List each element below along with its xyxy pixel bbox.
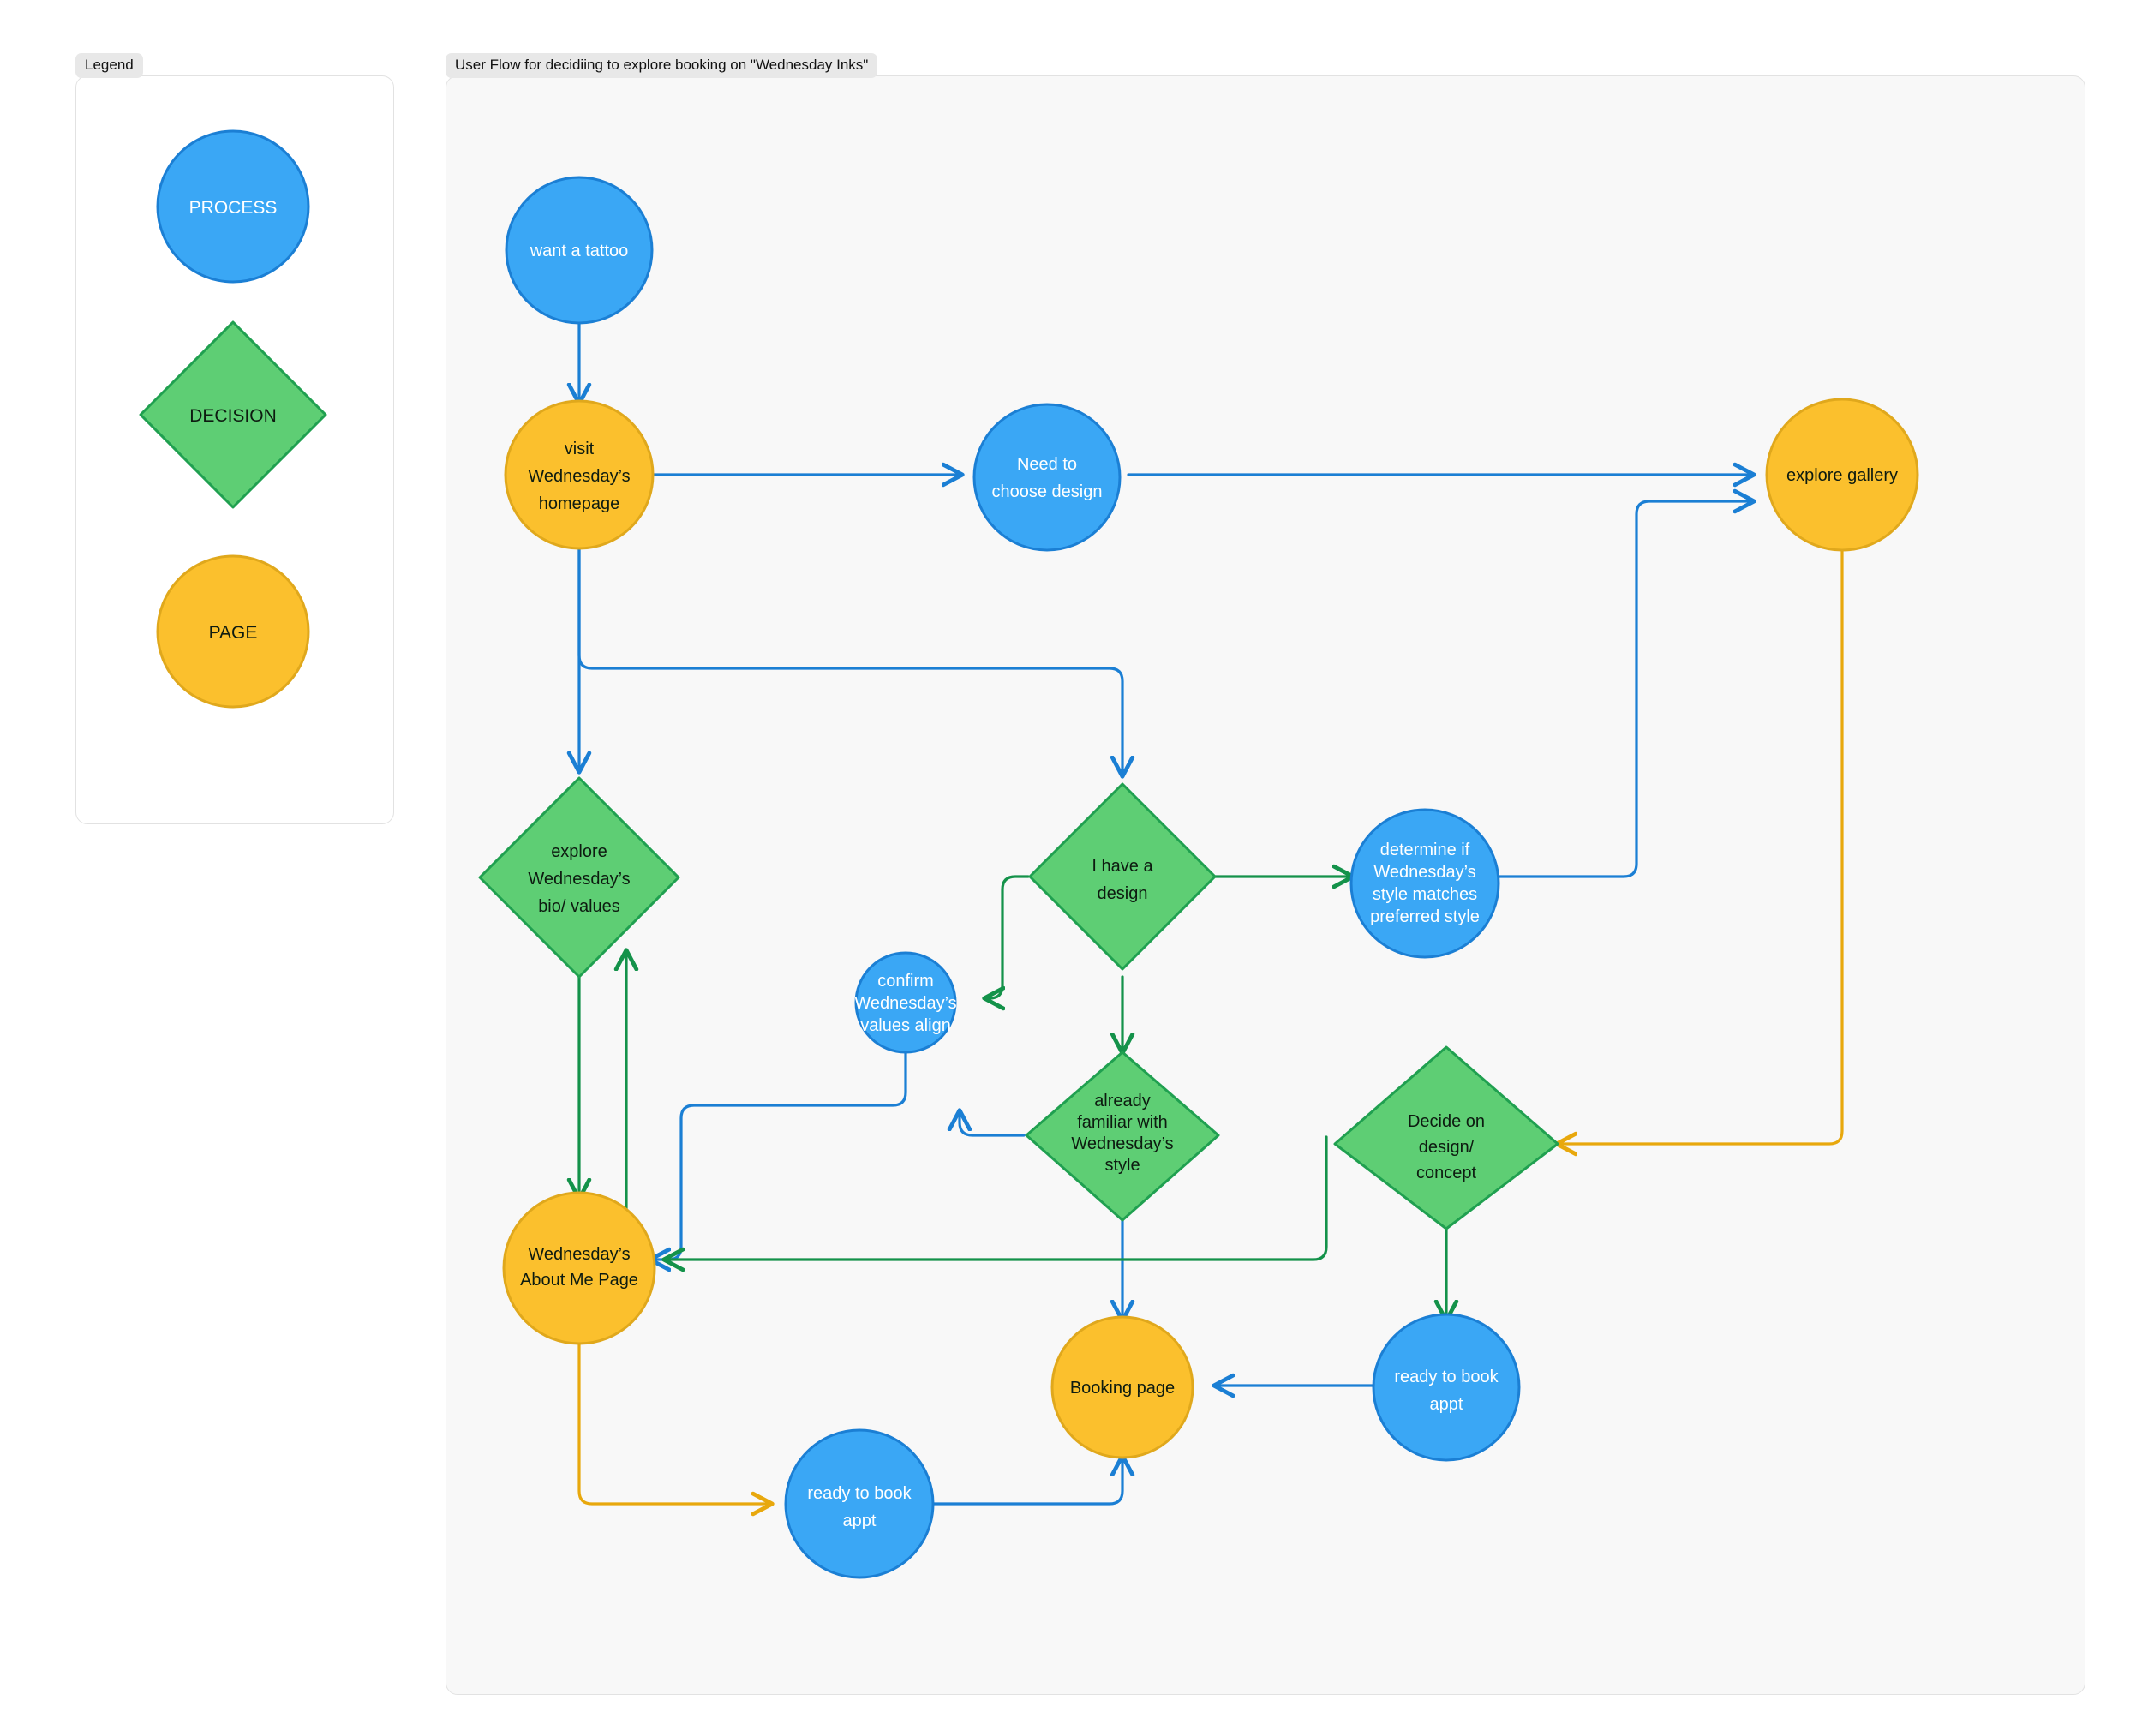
node-label-already-familiar-style-l2: familiar with — [1077, 1113, 1168, 1132]
legend-item-process: PROCESS — [156, 129, 310, 284]
node-label-decide-design-concept-l1: Decide on — [1408, 1112, 1485, 1131]
node-label-decide-design-concept-l2: design/ — [1419, 1138, 1475, 1157]
legend-label-decision: DECISION — [189, 406, 277, 426]
node-decide-design-concept[interactable]: Decide on design/ concept — [1333, 1045, 1559, 1230]
node-already-familiar-style[interactable]: already familiar with Wednesday’s style — [1025, 1051, 1220, 1222]
node-label-determine-style-match-l2: Wednesday’s — [1373, 863, 1475, 882]
edge-explore-gallery-to-decide-design-concept — [1558, 545, 1844, 1144]
node-label-determine-style-match-l4: preferred style — [1370, 907, 1480, 926]
node-explore-gallery[interactable]: explore gallery — [1765, 398, 1919, 552]
node-label-want-tattoo: want a tattoo — [530, 242, 629, 260]
node-label-booking-page: Booking page — [1070, 1379, 1175, 1398]
node-want-tattoo[interactable]: want a tattoo — [505, 176, 654, 325]
node-label-explore-bio-values-l2: Wednesday’s — [528, 870, 630, 889]
node-booking-page[interactable]: Booking page — [1050, 1315, 1194, 1459]
node-label-already-familiar-style-l1: already — [1094, 1092, 1151, 1110]
edge-i-have-a-design-to-confirm-values-align — [985, 875, 1030, 998]
flowchart-title-label: User Flow for decidiing to explore booki… — [446, 53, 878, 78]
node-label-about-me-page-l2: About Me Page — [520, 1271, 638, 1290]
edge-visit-homepage-to-i-have-a-design — [577, 545, 1122, 775]
node-label-confirm-values-align-l3: values align — [860, 1016, 951, 1035]
legend-tag-label: Legend — [75, 53, 143, 78]
node-label-ready-book-appt-right-l1: ready to book — [1394, 1368, 1499, 1386]
legend-item-decision: DECISION — [139, 320, 327, 509]
node-label-visit-homepage-l1: visit — [565, 440, 595, 458]
node-label-determine-style-match-l1: determine if — [1380, 841, 1470, 859]
edge-confirm-values-align-to-about-me-page — [651, 1045, 907, 1260]
node-label-confirm-values-align-l2: Wednesday’s — [854, 994, 956, 1013]
node-determine-style-match[interactable]: determine if Wednesday’s style matches p… — [1349, 808, 1500, 959]
legend-item-page: PAGE — [156, 554, 310, 709]
node-confirm-values-align[interactable]: confirm Wednesday’s values align — [854, 951, 957, 1054]
node-label-need-choose-design-l1: Need to — [1017, 455, 1077, 474]
node-visit-homepage[interactable]: visit Wednesday’s homepage — [504, 399, 655, 550]
node-label-visit-homepage-l2: Wednesday’s — [528, 467, 630, 486]
flowchart-canvas — [446, 75, 2085, 1695]
node-i-have-a-design[interactable]: I have a design — [1028, 782, 1217, 971]
edge-already-familiar-style-to-confirm-values-align — [960, 1111, 1026, 1137]
node-label-i-have-a-design-l2: design — [1098, 884, 1148, 903]
node-explore-bio-values[interactable]: explore Wednesday’s bio/ values — [478, 776, 680, 979]
edge-decide-design-concept-to-about-me-page — [665, 1135, 1328, 1260]
node-label-explore-bio-values-l3: bio/ values — [538, 897, 620, 916]
node-label-i-have-a-design-l1: I have a — [1092, 857, 1153, 876]
node-need-choose-design[interactable]: Need to choose design — [972, 403, 1122, 552]
node-label-ready-book-appt-bottom-l2: appt — [843, 1512, 877, 1530]
node-label-about-me-page-l1: Wednesday’s — [528, 1245, 630, 1264]
node-label-already-familiar-style-l4: style — [1104, 1156, 1140, 1175]
node-label-ready-book-appt-bottom-l1: ready to book — [807, 1484, 912, 1503]
node-about-me-page[interactable]: Wednesday’s About Me Page — [502, 1191, 656, 1345]
node-label-explore-bio-values-l1: explore — [551, 842, 607, 861]
node-ready-book-appt-right[interactable]: ready to book appt — [1372, 1313, 1521, 1462]
node-label-explore-gallery: explore gallery — [1786, 466, 1898, 485]
edge-determine-style-match-to-explore-gallery — [1444, 501, 1753, 878]
node-label-already-familiar-style-l3: Wednesday’s — [1071, 1134, 1173, 1153]
node-label-ready-book-appt-right-l2: appt — [1430, 1395, 1463, 1414]
edge-about-me-page-to-ready-book-appt-bottom — [577, 1335, 771, 1504]
edge-ready-book-appt-bottom-to-booking-page — [931, 1457, 1122, 1506]
node-label-decide-design-concept-l3: concept — [1416, 1164, 1476, 1182]
legend-label-process: PROCESS — [189, 198, 278, 218]
node-label-need-choose-design-l2: choose design — [992, 482, 1103, 501]
node-ready-book-appt-bottom[interactable]: ready to book appt — [784, 1428, 935, 1579]
node-label-determine-style-match-l3: style matches — [1373, 885, 1477, 904]
node-label-confirm-values-align-l1: confirm — [877, 972, 934, 991]
node-label-visit-homepage-l3: homepage — [539, 494, 620, 513]
legend-label-page: PAGE — [209, 623, 258, 643]
